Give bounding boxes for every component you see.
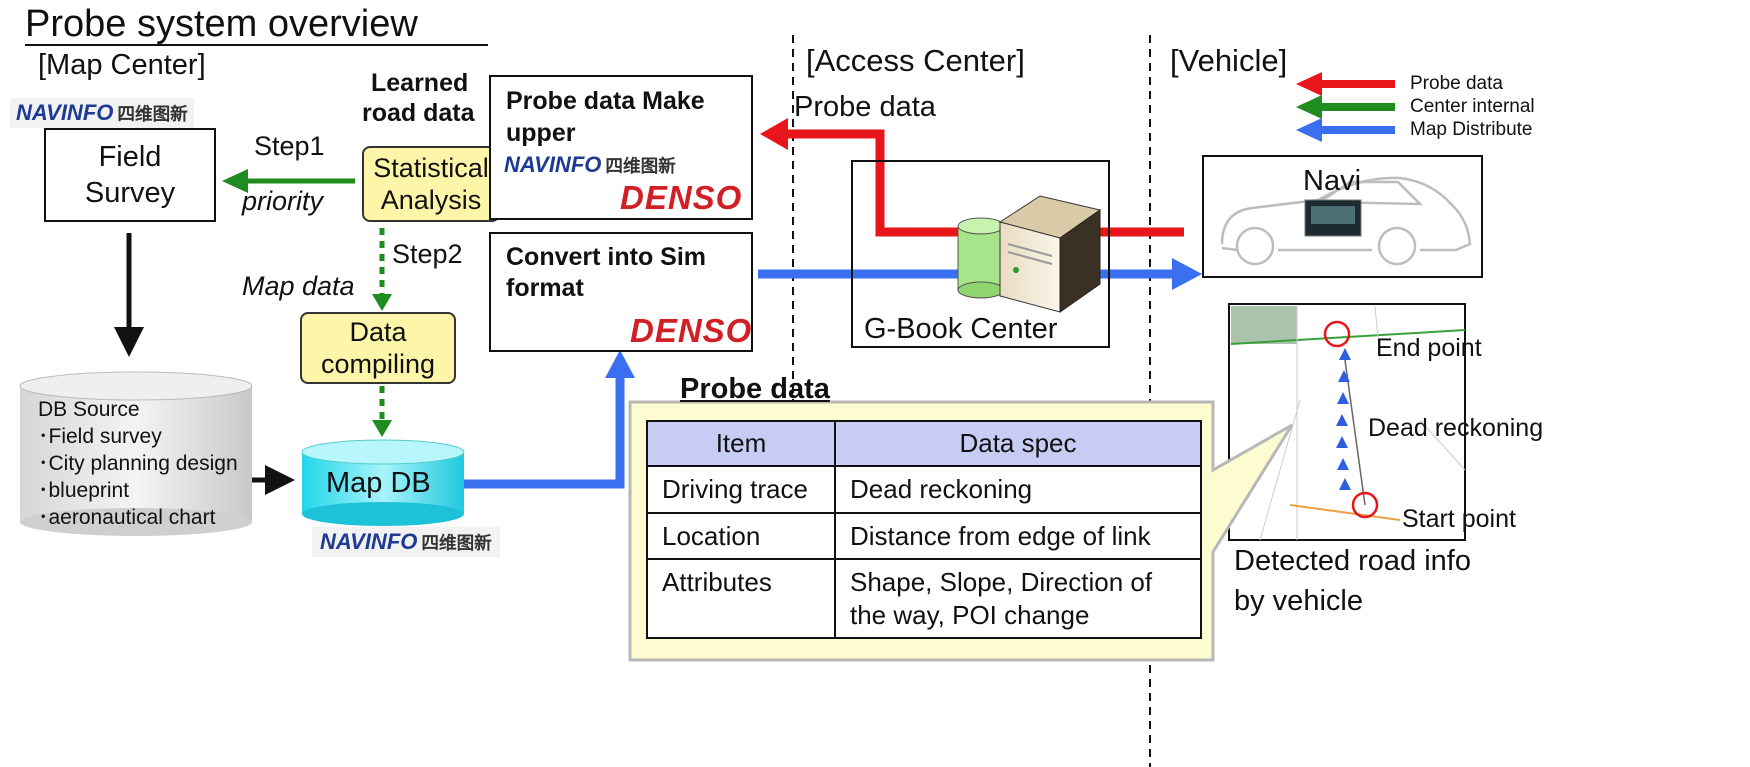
convert-line2: format: [506, 274, 584, 302]
legend-arrows: [1296, 72, 1395, 142]
table-cell: Distance from edge of link: [834, 511, 1202, 560]
detected-line1: Detected road info: [1234, 545, 1471, 577]
detected-line2: by vehicle: [1234, 585, 1363, 617]
page-title: Probe system overview: [25, 3, 418, 45]
probe-data-table: Item Data spec Driving trace Dead reckon…: [646, 420, 1202, 639]
table-cell: Location: [646, 511, 836, 560]
compile-to-db-arrow: [372, 386, 392, 437]
map-data-label: Map data: [242, 271, 355, 301]
table-header-spec: Data spec: [834, 420, 1202, 467]
table-header-item: Item: [646, 420, 836, 467]
compile-line1: Data: [349, 316, 407, 347]
step2-label: Step2: [392, 239, 463, 269]
end-point-label: End point: [1376, 334, 1482, 362]
map-db-cylinder: [301, 439, 465, 526]
statistical-analysis-box: Statistical Analysis: [362, 146, 500, 222]
field-survey-line2: Survey: [84, 177, 176, 209]
probe-make-line2: upper: [506, 119, 576, 147]
convert-sim-format-box: [489, 232, 753, 352]
priority-label: priority: [242, 186, 324, 216]
server-icon: [957, 195, 1102, 313]
gbook-center-box: [851, 160, 1110, 348]
probe-data-arrow-label: Probe data: [794, 91, 936, 123]
learned-line1: Learned: [371, 69, 469, 97]
start-point-label: Start point: [1402, 505, 1516, 533]
stat-line1: Statistical: [373, 152, 489, 183]
mapdb-to-convert-arrow: [464, 350, 635, 489]
field-survey-box: Field Survey: [44, 128, 216, 222]
denso-logo: DENSO: [630, 312, 753, 349]
step2-arrow: [372, 228, 392, 311]
db-source-item: ･blueprint: [38, 479, 130, 502]
navi-box: [1202, 155, 1483, 278]
table-cell: Shape, Slope, Direction of the way, POI …: [834, 558, 1202, 639]
db-source-list: DB Source ･Field survey ･City planning d…: [38, 396, 238, 531]
legend-distribute-label: Map Distribute: [1410, 119, 1533, 140]
detected-road-map: [1228, 303, 1466, 541]
probe-data-make-upper-box: [489, 75, 753, 220]
legend-internal-label: Center internal: [1410, 96, 1535, 117]
step1-arrow: [222, 169, 355, 193]
table-header-row: Item Data spec: [646, 420, 1202, 467]
field-survey-line1: Field: [98, 140, 162, 173]
data-compiling-box: Data compiling: [300, 312, 456, 384]
db-source-item: ･aeronautical chart: [38, 506, 216, 529]
table-row: Location Distance from edge of link: [646, 511, 1202, 560]
db-source-item: ･City planning design: [38, 452, 238, 475]
table-cell: Dead reckoning: [834, 465, 1202, 514]
denso-logo: DENSO: [620, 179, 743, 216]
step1-label: Step1: [254, 131, 325, 161]
compile-line2: compiling: [320, 349, 436, 379]
dead-reckoning-label: Dead reckoning: [1368, 414, 1544, 442]
probe-make-line1: Probe data Make: [506, 87, 705, 115]
gbook-center-label: G-Book Center: [864, 313, 1058, 345]
section-vehicle: [Vehicle]: [1170, 43, 1288, 78]
car-icon: [1220, 176, 1472, 266]
probe-table-heading: Probe data: [680, 373, 830, 405]
convert-line1: Convert into Sim: [506, 243, 707, 271]
section-map-center: [Map Center]: [38, 49, 206, 81]
table-cell: Attributes: [646, 558, 836, 639]
map-db-label: Map DB: [326, 467, 431, 499]
table-row: Attributes Shape, Slope, Direction of th…: [646, 558, 1202, 639]
db-source-title: DB Source: [38, 398, 140, 421]
learned-line2: road data: [362, 99, 475, 127]
table-row: Driving trace Dead reckoning: [646, 465, 1202, 514]
table-cell: Driving trace: [646, 465, 836, 514]
stat-line2: Analysis: [380, 185, 482, 215]
db-source-item: ･Field survey: [38, 425, 162, 448]
db-source-cylinder: [19, 371, 253, 536]
navi-label: Navi: [1303, 165, 1362, 197]
legend-probe-label: Probe data: [1410, 73, 1503, 94]
section-access-center: [Access Center]: [806, 43, 1025, 78]
